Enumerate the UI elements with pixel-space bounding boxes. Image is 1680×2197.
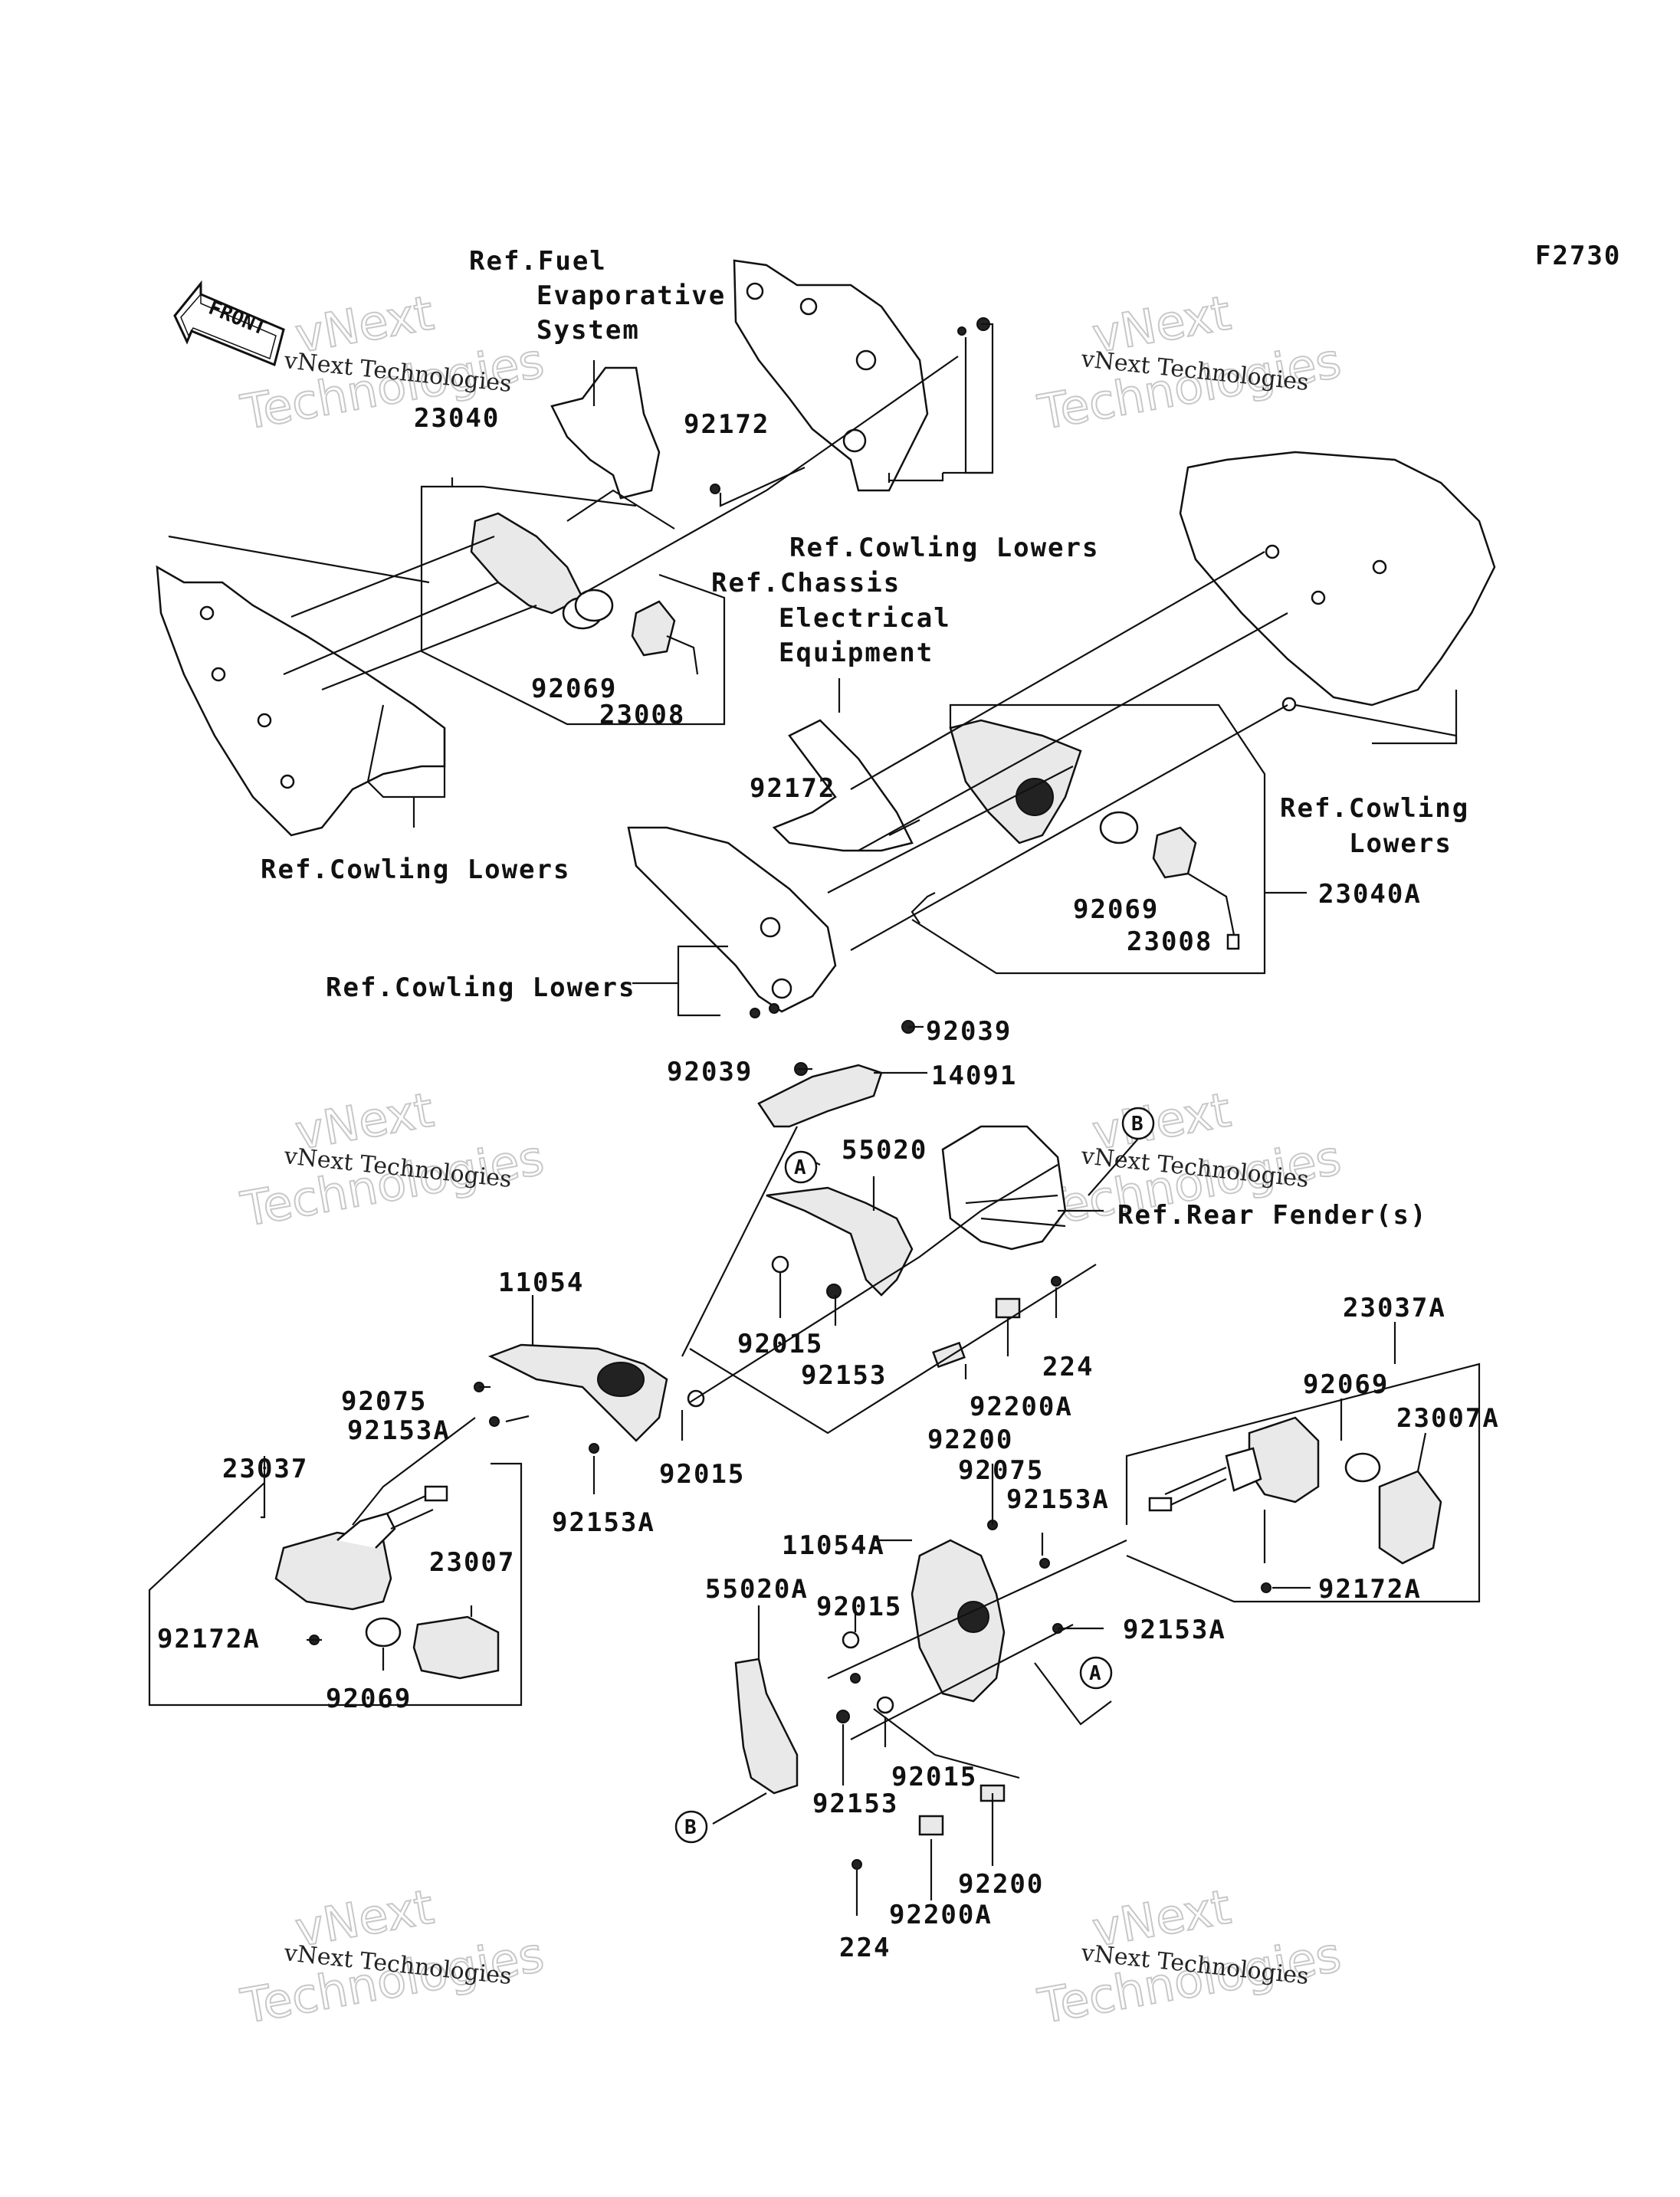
svg-text:A: A [1089,1662,1101,1685]
footpeg-55020 [766,1186,914,1297]
callout-92153A-b: 92153A [552,1507,655,1538]
right-signal-bracket [949,719,1082,844]
callout-23008-a: 23008 [599,700,685,730]
ref-chassis-label-3: Equipment [779,638,934,668]
ref-fuel-label-1: Ref.Fuel [469,246,607,277]
bracket-11054 [487,1343,668,1442]
callout-92172-a: 92172 [684,409,769,440]
callout-92069-a: 92069 [531,674,617,704]
svg-text:B: B [1131,1113,1144,1136]
callout-92075-b: 92075 [958,1455,1044,1486]
turn-signal-23037A [1148,1416,1442,1593]
ref-rear-fender: Ref.Rear Fender(s) [1117,1200,1427,1231]
callout-23040A: 23040A [1318,879,1422,910]
ref-chassis-label-1: Ref.Chassis [711,568,901,598]
leader-lines [148,323,1481,1916]
callout-92015-b: 92015 [659,1459,745,1490]
ref-fuel-label-2: Evaporative [536,280,726,311]
callout-92153A-a: 92153A [347,1415,451,1446]
bulb-92069-left [574,589,614,622]
callout-92200A-a: 92200A [970,1392,1073,1422]
callout-11054A: 11054A [782,1530,885,1561]
ref-cowling-top: Ref.Cowling Lowers [789,533,1099,563]
mid-cowl-panel [627,826,837,1013]
socket-23008-left [631,600,676,657]
turn-signal-23037 [274,1485,500,1680]
watermark-bottom-left: vNext Technologies vNext Technologies [236,1877,549,2035]
callout-55020A: 55020A [705,1574,809,1605]
callout-23007A: 23007A [1396,1403,1500,1434]
callout-92153A-d: 92153A [1123,1615,1226,1645]
callout-92075-a: 92075 [341,1386,427,1417]
callout-23040: 23040 [414,403,500,434]
svg-text:B: B [684,1816,697,1839]
left-cowl-panel [156,565,446,837]
callout-92200-b: 92200 [958,1869,1044,1900]
fuel-evap-bracket [550,366,661,500]
ref-chassis-label-2: Electrical [779,603,951,634]
marker-b-2: B [674,1810,708,1844]
callout-224-a: 224 [1042,1352,1094,1382]
callout-224-b: 224 [839,1933,891,1963]
callout-23007: 23007 [429,1547,515,1578]
socket-23008-right [1152,826,1197,879]
ref-cowling-left: Ref.Cowling Lowers [261,854,570,885]
callouts: Ref.Fuel Evaporative System 23040 92172 … [157,246,1500,1963]
callout-92015-a: 92015 [737,1329,823,1359]
watermark-bottom-right: vNext Technologies vNext Technologies [1033,1877,1346,2035]
callout-14091: 14091 [931,1061,1017,1091]
ref-cowling-mid: Ref.Cowling Lowers [326,972,635,1003]
callout-92200A-b: 92200A [889,1900,993,1930]
chassis-electrical-bracket [772,719,914,852]
svg-text:A: A [794,1156,806,1179]
diagram-code: F2730 [1535,241,1621,271]
callout-92172-b: 92172 [750,773,835,804]
bulb-92069-right [1099,811,1139,844]
callout-92015-d: 92015 [891,1762,977,1792]
callout-23037: 23037 [222,1454,308,1484]
callout-92172A-b: 92172A [1318,1574,1422,1605]
callout-92069-d: 92069 [326,1684,412,1714]
left-signal-bracket [470,512,584,615]
callout-92015-c: 92015 [816,1592,902,1622]
footpeg-55020A [734,1658,799,1795]
front-arrow-icon: FRONT [173,280,285,367]
marker-a-1: A [784,1150,818,1184]
watermark-top-left: vNext Technologies vNext Technologies [236,284,549,441]
callout-92153-a: 92153 [801,1360,887,1391]
callout-92153-b: 92153 [812,1789,898,1819]
callout-92153A-c: 92153A [1006,1484,1110,1515]
plate-92200-a [932,1341,966,1369]
upper-cowl-panel [733,259,929,492]
ref-fuel-label-3: System [536,315,640,346]
marker-b-1: B [1121,1107,1155,1140]
cover-14091 [757,1064,883,1128]
rear-fender-bracket [941,1125,1067,1251]
watermark-top-right: vNext Technologies vNext Technologies [1033,284,1346,441]
watermark-mid-left: vNext Technologies vNext Technologies [236,1080,549,1238]
callout-11054: 11054 [498,1267,584,1298]
plate-92200A-b [918,1815,944,1836]
callout-92200-a: 92200 [927,1425,1013,1455]
callout-92069-c: 92069 [1303,1369,1389,1400]
callout-92069-b: 92069 [1073,894,1159,925]
callout-92039-b: 92039 [667,1057,753,1087]
callout-23037A: 23037A [1343,1293,1446,1323]
callout-55020: 55020 [842,1135,927,1166]
callout-23008-b: 23008 [1127,926,1212,957]
ref-cowling-right-2: Lowers [1349,828,1452,859]
ref-cowling-right-1: Ref.Cowling [1280,793,1469,824]
right-cowl-panel [1179,451,1496,707]
callout-92172A-a: 92172A [157,1624,261,1654]
callout-92039-a: 92039 [926,1016,1012,1047]
marker-a-2: A [1079,1656,1113,1690]
